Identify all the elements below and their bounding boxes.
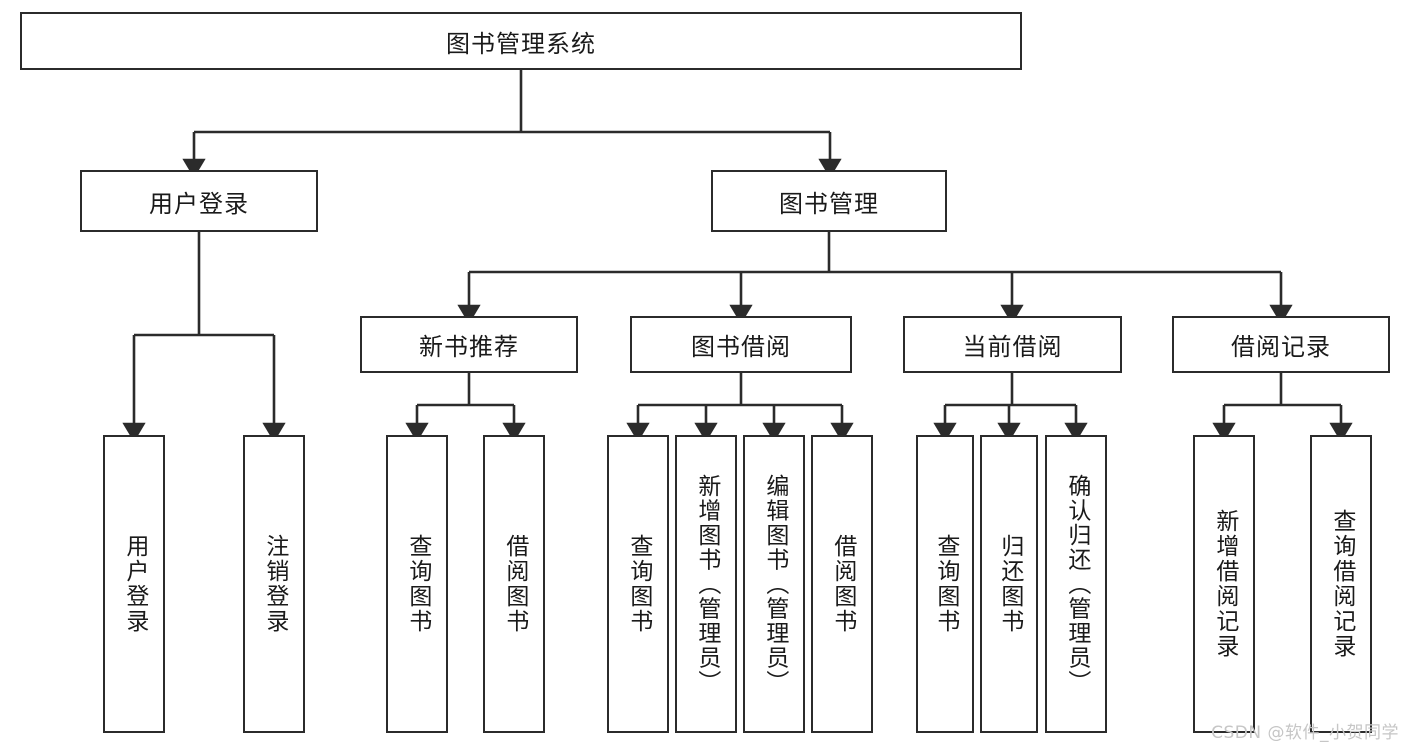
- leaf-book-borrow-add[interactable]: 新增图书（管理员）: [675, 435, 737, 733]
- node-book-borrow[interactable]: 图书借阅: [630, 316, 852, 373]
- node-label: 注销登录: [261, 534, 288, 634]
- leaf-user-login-signin[interactable]: 用户登录: [103, 435, 165, 733]
- node-new-book-recommend[interactable]: 新书推荐: [360, 316, 578, 373]
- node-root-system[interactable]: 图书管理系统: [20, 12, 1022, 70]
- node-label: 借阅图书: [829, 534, 856, 634]
- node-label: 图书借阅: [691, 333, 791, 361]
- node-label: 用户登录: [149, 189, 249, 218]
- node-label: 图书管理: [779, 189, 879, 218]
- node-label: 借阅记录: [1231, 333, 1331, 361]
- leaf-book-borrow-edit[interactable]: 编辑图书（管理员）: [743, 435, 805, 733]
- leaf-current-borrow-return[interactable]: 归还图书: [980, 435, 1038, 733]
- node-user-login[interactable]: 用户登录: [80, 170, 318, 232]
- leaf-new-book-borrow[interactable]: 借阅图书: [483, 435, 545, 733]
- node-book-management[interactable]: 图书管理: [711, 170, 947, 232]
- node-label: 查询图书: [932, 534, 959, 634]
- node-label: 确认归还（管理员）: [1063, 473, 1090, 695]
- node-label: 图书管理系统: [446, 29, 596, 58]
- node-label: 新增借阅记录: [1211, 509, 1238, 659]
- node-label: 查询借阅记录: [1328, 509, 1355, 659]
- leaf-current-borrow-confirm-return[interactable]: 确认归还（管理员）: [1045, 435, 1107, 733]
- node-current-borrow[interactable]: 当前借阅: [903, 316, 1122, 373]
- leaf-book-borrow-query[interactable]: 查询图书: [607, 435, 669, 733]
- node-label: 新增图书（管理员）: [693, 473, 720, 695]
- watermark: CSDN @软件_小贺同学: [1211, 723, 1399, 743]
- leaf-borrow-record-add[interactable]: 新增借阅记录: [1193, 435, 1255, 733]
- node-label: 归还图书: [996, 534, 1023, 634]
- leaf-book-borrow-borrow[interactable]: 借阅图书: [811, 435, 873, 733]
- leaf-current-borrow-query[interactable]: 查询图书: [916, 435, 974, 733]
- node-label: 用户登录: [121, 534, 148, 634]
- node-label: 编辑图书（管理员）: [761, 473, 788, 695]
- node-borrow-record[interactable]: 借阅记录: [1172, 316, 1390, 373]
- node-label: 新书推荐: [419, 333, 519, 361]
- node-label: 查询图书: [625, 534, 652, 634]
- leaf-user-login-signout[interactable]: 注销登录: [243, 435, 305, 733]
- leaf-new-book-query[interactable]: 查询图书: [386, 435, 448, 733]
- node-label: 查询图书: [404, 534, 431, 634]
- node-label: 借阅图书: [501, 534, 528, 634]
- node-label: 当前借阅: [962, 333, 1063, 361]
- leaf-borrow-record-query[interactable]: 查询借阅记录: [1310, 435, 1372, 733]
